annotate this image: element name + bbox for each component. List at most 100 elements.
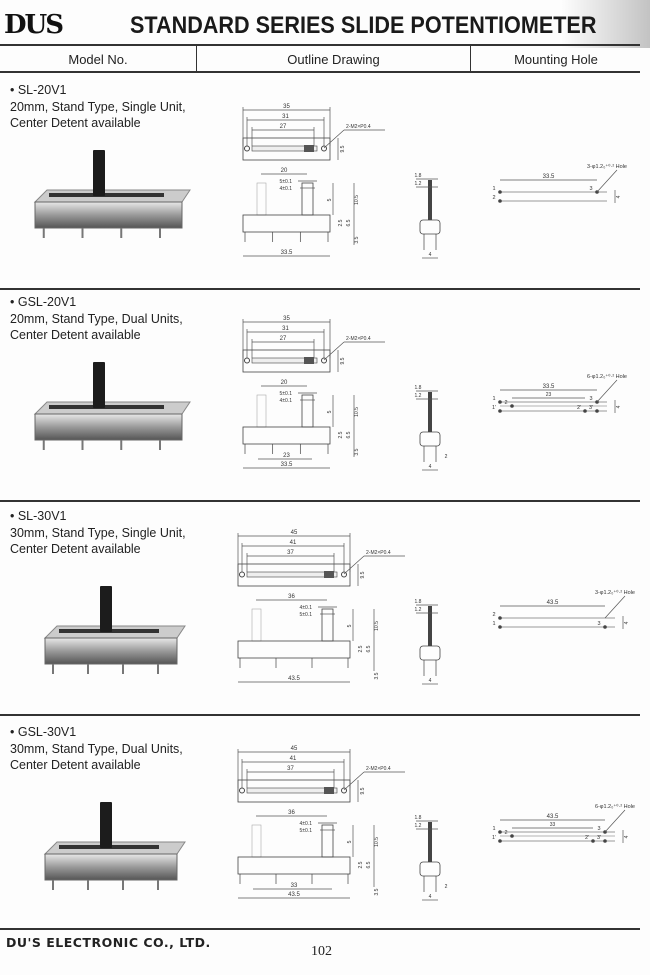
dimension-label: 1.8 <box>415 173 422 179</box>
dimension-line <box>343 771 365 791</box>
dimension-label: 1.8 <box>415 599 422 605</box>
pin-number-label: 3 <box>597 826 600 832</box>
model-number: • SL-20V1 <box>10 83 67 97</box>
header-rule <box>0 44 640 46</box>
model-number: • SL-30V1 <box>10 509 67 523</box>
model-number: • GSL-30V1 <box>10 725 77 739</box>
dimension-label: 33.5 <box>543 174 555 180</box>
dimension-label: 1.2 <box>415 393 422 399</box>
dimension-label: 31 <box>282 326 289 332</box>
front-view-body <box>237 640 351 659</box>
side-view-body <box>419 219 441 235</box>
mount-hole-icon <box>239 787 245 794</box>
dimension-label: 37 <box>287 766 294 772</box>
mounting-hole-icon <box>498 190 502 194</box>
pin-number-label: 1 <box>492 621 495 627</box>
dimension-label: 20 <box>281 380 288 386</box>
product-photo <box>33 150 191 238</box>
dimension-line <box>596 379 618 403</box>
spec-line: 30mm, Stand Type, Dual Units, <box>10 742 183 756</box>
dimension-label: 2.5 <box>358 861 364 868</box>
dimension-label: 1.2 <box>415 181 422 187</box>
dimension-label: 20 <box>281 168 288 174</box>
dimension-label: 9.5 <box>340 357 346 364</box>
side-view-shaft <box>428 822 432 862</box>
slider-slot <box>49 193 164 197</box>
dimension-label: 4±0.1 <box>280 186 293 192</box>
slider-pin <box>159 228 161 238</box>
dimension-label: 9.5 <box>360 787 366 794</box>
pin-number-label: 1 <box>492 186 495 192</box>
dimension-label: 5 <box>327 198 333 201</box>
pin-number-label: 3' <box>589 405 593 411</box>
slider-pin <box>157 664 159 674</box>
dimension-label: 10.5 <box>374 837 380 847</box>
row-divider <box>0 500 640 502</box>
mounting-hole-icon <box>595 409 599 413</box>
side-view-body <box>419 861 441 877</box>
dimension-label: 4±0.1 <box>300 605 313 611</box>
mounting-hole-icon <box>498 400 502 404</box>
dimension-label: 9.5 <box>340 145 346 152</box>
slider-body <box>44 637 178 665</box>
spec-line: 20mm, Stand Type, Dual Units, <box>10 312 183 326</box>
dimension-label: 5 <box>327 410 333 413</box>
company-name: DU'S ELECTRONIC CO., LTD. <box>6 935 211 950</box>
shaft-ghost <box>251 608 262 642</box>
dimension-label: 5 <box>347 624 353 627</box>
column-divider <box>196 44 197 71</box>
front-view-body <box>237 856 351 875</box>
dimension-label: 43.5 <box>547 600 559 606</box>
dimension-label: 3.5 <box>374 888 380 895</box>
side-view-body <box>419 431 441 447</box>
top-view-outline <box>242 349 331 373</box>
pin-number-label: 3' <box>597 835 601 841</box>
pin-number-label: 3 <box>589 186 592 192</box>
pin-number-label: 2' <box>585 835 589 841</box>
header-rule <box>0 71 640 73</box>
dimension-label: 27 <box>280 336 287 342</box>
slider-pin <box>42 440 45 450</box>
dimension-label: 23 <box>283 453 290 459</box>
dimension-label: 33 <box>550 822 556 828</box>
side-view-body <box>419 645 441 661</box>
mounting-hole-icon <box>583 409 587 413</box>
slider-body <box>34 201 183 229</box>
slider-pin <box>81 228 84 238</box>
row-divider <box>0 714 640 716</box>
shaft-ghost <box>256 394 267 428</box>
pin-number-label: 1 <box>492 826 495 832</box>
dimension-label: 9.5 <box>360 571 366 578</box>
slider-pin <box>122 880 124 890</box>
dimension-line <box>604 809 626 833</box>
dimension-label: 5±0.1 <box>280 179 293 185</box>
column-outline-drawing: Outline Drawing <box>287 52 380 67</box>
dimension-label: 1.2 <box>415 823 422 829</box>
spec-line: 30mm, Stand Type, Single Unit, <box>10 526 186 540</box>
dimension-label: 23 <box>546 392 552 398</box>
dimension-line <box>323 129 345 149</box>
product-photo <box>43 802 186 890</box>
dimension-label: 5±0.1 <box>300 612 313 618</box>
mount-hole-icon <box>244 357 250 364</box>
dimension-label: 4 <box>616 405 622 408</box>
screw-callout-label: 2-M2×P0.4 <box>346 124 371 130</box>
dimension-label: 6.5 <box>346 431 352 438</box>
column-mounting-hole: Mounting Hole <box>514 52 598 67</box>
mounting-hole-icon <box>510 834 514 838</box>
slider-pin <box>52 664 54 674</box>
dimension-label: 2.5 <box>338 219 344 226</box>
dimension-label: 2 <box>445 454 448 460</box>
dimension-label: 3.5 <box>374 672 380 679</box>
dimension-label: 1.8 <box>415 815 422 821</box>
dimension-label: 10.5 <box>354 407 360 417</box>
dimension-label: 4 <box>429 464 432 470</box>
dimension-label: 36 <box>288 810 295 816</box>
slider-pin <box>159 440 161 450</box>
slider-body <box>44 853 178 881</box>
hole-spec-label: 3-φ1.2₀⁺⁰·² Hole <box>587 163 627 170</box>
